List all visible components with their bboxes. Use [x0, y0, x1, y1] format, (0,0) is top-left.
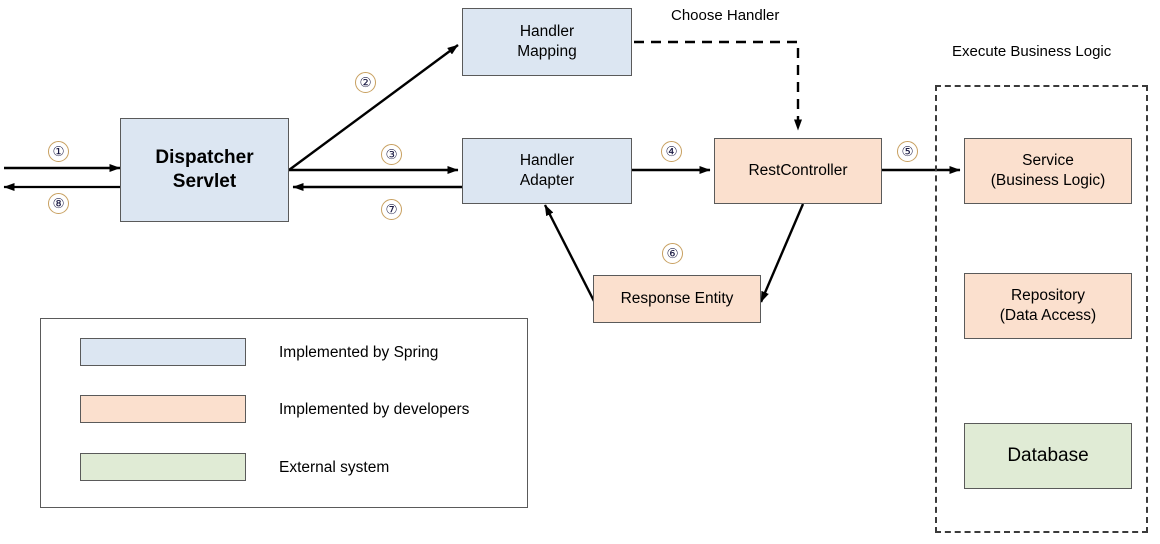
step-marker-3: ③	[381, 144, 402, 165]
step-marker-5: ⑤	[897, 141, 918, 162]
arrow-controller-to-response-entity	[759, 203, 805, 303]
choose-handler-label: Choose Handler	[671, 7, 780, 24]
legend-label-developers: Implemented by developers	[279, 401, 470, 418]
legend-swatch-spring	[80, 338, 246, 366]
arrow-to-handler-mapping	[288, 44, 459, 171]
node-dispatcher-servlet[interactable]: Dispatcher Servlet	[120, 118, 289, 222]
step-marker-8: ⑧	[48, 193, 69, 214]
node-service[interactable]: Service (Business Logic)	[964, 138, 1132, 204]
business-logic-group	[935, 85, 1148, 533]
node-handler-adapter[interactable]: Handler Adapter	[462, 138, 632, 204]
arrow-response-entity-to-adapter	[543, 204, 599, 308]
legend-swatch-developers	[80, 395, 246, 423]
legend-label-external: External system	[279, 459, 390, 476]
step-marker-1: ①	[48, 141, 69, 162]
step-marker-7: ⑦	[381, 199, 402, 220]
node-database[interactable]: Database	[964, 423, 1132, 489]
step-marker-6: ⑥	[662, 243, 683, 264]
node-rest-controller[interactable]: RestController	[714, 138, 882, 204]
node-handler-mapping[interactable]: Handler Mapping	[462, 8, 632, 76]
node-response-entity[interactable]: Response Entity	[593, 275, 761, 323]
step-marker-2: ②	[355, 72, 376, 93]
execute-business-logic-label: Execute Business Logic	[952, 43, 1112, 60]
node-repository[interactable]: Repository (Data Access)	[964, 273, 1132, 339]
dashed-choose-handler	[634, 40, 802, 131]
legend-swatch-external	[80, 453, 246, 481]
step-marker-4: ④	[661, 141, 682, 162]
legend-label-spring: Implemented by Spring	[279, 344, 439, 361]
